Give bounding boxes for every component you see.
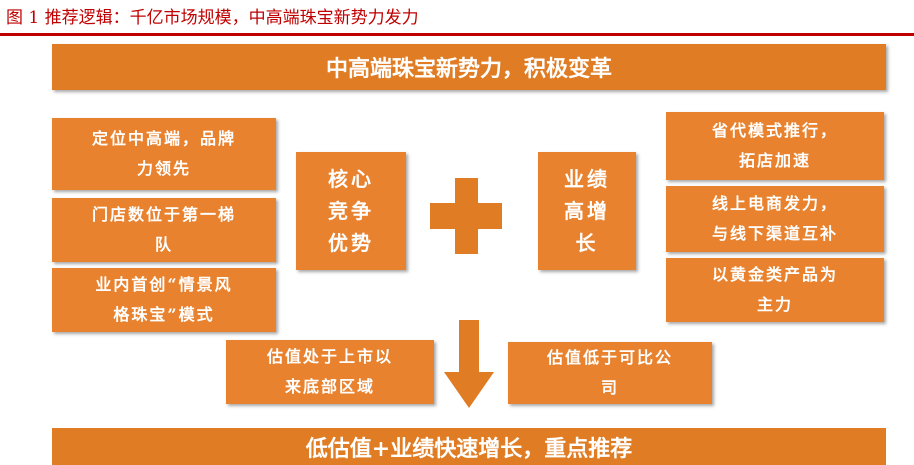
left-box-line: 格珠宝”模式 (113, 305, 215, 324)
valuation-line: 来底部区域 (284, 377, 375, 396)
top-banner: 中高端珠宝新势力，积极变革 (52, 44, 886, 90)
right-box-ecommerce: 线上电商发力， 与线下渠道互补 (666, 186, 884, 252)
growth-line: 业绩 (564, 167, 610, 191)
right-box-provincial-agency: 省代模式推行， 拓店加速 (666, 112, 884, 180)
bottom-banner: 低估值+业绩快速增长，重点推荐 (52, 428, 886, 465)
core-advantage-line: 竞争 (328, 199, 374, 223)
right-box-line: 以黄金类产品为 (711, 265, 838, 284)
left-box-store-count: 门店数位于第一梯 队 (52, 198, 276, 262)
valuation-box-historical-low: 估值处于上市以 来底部区域 (226, 340, 434, 404)
plus-sign-vertical (455, 178, 478, 254)
valuation-line: 估值处于上市以 (266, 347, 393, 366)
left-box-line: 队 (154, 235, 173, 254)
right-box-gold-products: 以黄金类产品为 主力 (666, 258, 884, 322)
valuation-line: 估值低于可比公 (546, 348, 673, 367)
right-box-line: 线上电商发力， (711, 194, 838, 213)
right-box-line: 与线下渠道互补 (711, 224, 838, 243)
growth-line: 高增 (564, 199, 610, 223)
right-box-line: 省代模式推行， (711, 121, 838, 140)
title-divider (0, 33, 914, 36)
left-box-line: 力领先 (136, 159, 191, 178)
right-box-line: 拓店加速 (738, 151, 811, 170)
growth-line: 长 (575, 231, 599, 255)
core-advantage-box: 核心 竞争 优势 (296, 152, 406, 270)
left-box-positioning: 定位中高端，品牌 力领先 (52, 118, 276, 190)
growth-box: 业绩 高增 长 (538, 152, 636, 270)
left-box-line: 业内首创“情景风 (95, 275, 233, 294)
figure-title: 图 1 推荐逻辑：千亿市场规模，中高端珠宝新势力发力 (6, 8, 419, 28)
down-arrow-shape (444, 320, 494, 408)
left-box-scenario-style: 业内首创“情景风 格珠宝”模式 (52, 268, 276, 332)
valuation-box-peer-comparison: 估值低于可比公 司 (508, 342, 712, 404)
left-box-line: 门店数位于第一梯 (91, 205, 236, 224)
core-advantage-line: 核心 (328, 167, 374, 191)
right-box-line: 主力 (756, 295, 793, 314)
core-advantage-line: 优势 (328, 231, 374, 255)
down-arrow-icon (444, 320, 494, 408)
valuation-line: 司 (600, 378, 619, 397)
left-box-line: 定位中高端，品牌 (91, 129, 236, 148)
